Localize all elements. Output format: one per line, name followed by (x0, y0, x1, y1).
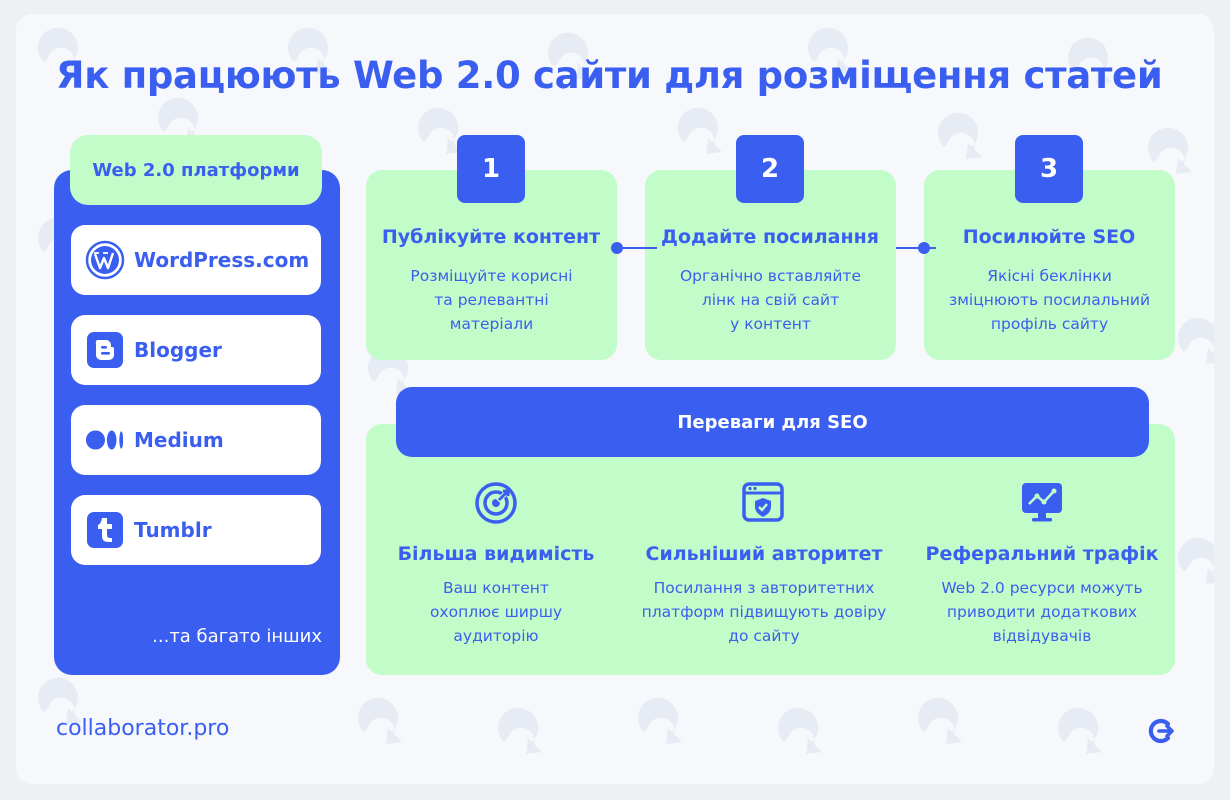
benefit-title: Більша видимість (397, 543, 595, 565)
step-description-line: матеріали (449, 315, 534, 333)
connector-dot (611, 242, 623, 254)
benefit-title: Сильніший авторитет (645, 543, 883, 565)
step-number-badge: 1 (457, 135, 525, 203)
step-description-line: Якісні беклінки (987, 267, 1112, 285)
step-number-badge: 3 (1015, 135, 1083, 203)
benefit-description-line: відвідувачів (992, 627, 1092, 645)
platform-label: Tumblr (134, 518, 212, 542)
benefit-description-line: аудиторію (453, 627, 539, 645)
step-description-line: профіль сайту (990, 315, 1109, 333)
step-description: Розміщуйте корисні та релевантні матеріа… (366, 264, 617, 336)
platforms-more-text: ...та багато інших (152, 626, 322, 647)
footer-brand: collaborator.pro (56, 716, 230, 741)
step-description-line: зміцнюють посилальний (948, 291, 1151, 309)
step-description: Органічно вставляйте лінк на свій сайт у… (645, 264, 896, 336)
platform-item-wordpress: WordPress.com (71, 225, 321, 295)
page-title: Як працюють Web 2.0 сайти для розміщення… (56, 54, 1163, 97)
step-title: Посилюйте SEO (962, 226, 1136, 248)
benefit-description: Web 2.0 ресурси можуть приводити додатко… (907, 576, 1177, 648)
step-connector (617, 247, 657, 249)
step-description-line: Органічно вставляйте (679, 267, 861, 285)
platform-label: Blogger (134, 338, 222, 362)
benefits-panel (366, 424, 1175, 675)
step-description-line: та релевантні (434, 291, 549, 309)
target-icon (475, 482, 517, 524)
collaborator-logo-icon (1148, 718, 1174, 744)
step-connector (896, 247, 936, 249)
step-title: Публікуйте контент (381, 226, 601, 248)
benefit-title: Реферальний трафік (925, 543, 1159, 565)
analytics-monitor-icon (1022, 483, 1062, 522)
platform-item-tumblr: Tumblr (71, 495, 321, 565)
benefits-heading: Переваги для SEO (396, 387, 1149, 457)
step-title: Додайте посилання (661, 226, 879, 248)
step-description: Якісні беклінки зміцнюють посилальний пр… (924, 264, 1175, 336)
tumblr-icon (84, 509, 126, 551)
platform-label: Medium (134, 428, 224, 452)
benefit-description-line: охоплює ширшу (429, 603, 563, 621)
wordpress-icon (84, 239, 126, 281)
blogger-icon (84, 329, 126, 371)
platform-item-medium: Medium (71, 405, 321, 475)
shield-browser-icon (742, 482, 784, 522)
benefit-description-line: Посилання з авторитетних (653, 579, 875, 597)
step-description-line: у контент (730, 315, 811, 333)
benefit-description: Ваш контент охоплює ширшу аудиторію (361, 576, 631, 648)
infographic-card: Як працюють Web 2.0 сайти для розміщення… (16, 14, 1214, 784)
step-description-line: лінк на свій сайт (701, 291, 840, 309)
benefit-description-line: Ваш контент (443, 579, 549, 597)
platforms-heading: Web 2.0 платформи (70, 135, 322, 205)
step-description-line: Розміщуйте корисні (410, 267, 573, 285)
platform-item-blogger: Blogger (71, 315, 321, 385)
benefit-description-line: платформ підвищують довіру (641, 603, 887, 621)
connector-dot (918, 242, 930, 254)
benefit-description-line: приводити додаткових (946, 603, 1138, 621)
medium-icon (84, 419, 126, 461)
step-number-badge: 2 (736, 135, 804, 203)
benefit-description-line: Web 2.0 ресурси можуть (941, 579, 1143, 597)
benefit-description: Посилання з авторитетних платформ підвищ… (629, 576, 899, 648)
platform-label: WordPress.com (134, 248, 310, 272)
benefit-description-line: до сайту (728, 627, 800, 645)
